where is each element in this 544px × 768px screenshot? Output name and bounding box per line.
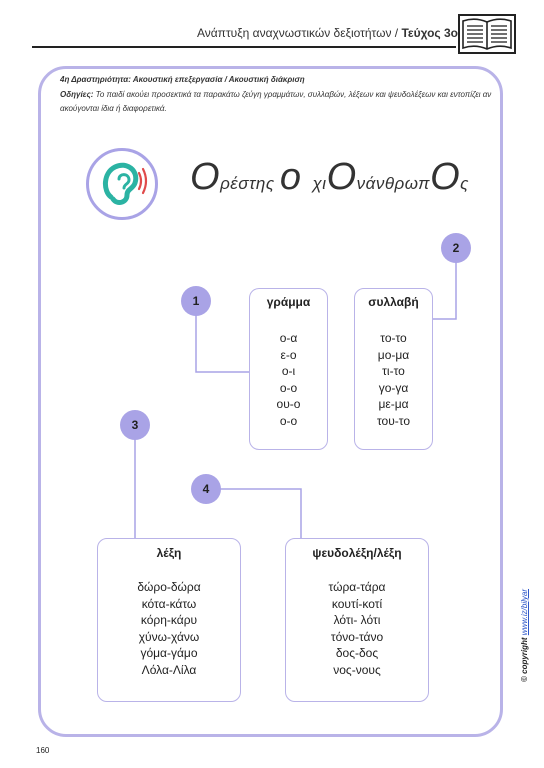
- number-badge-4: 4: [191, 474, 221, 504]
- box-heading: γράμμα: [266, 295, 311, 309]
- title-part: ρέστης: [220, 174, 280, 193]
- title-part: ς: [460, 174, 469, 193]
- box-letters: γράμμα ο-α ε-ο ο-ι ο-ο ου-ο ο-ο: [249, 288, 328, 450]
- activity-title: 4η Δραστηριότητα: Ακουστική επεξεργασία …: [60, 75, 305, 84]
- pair-list: δώρο-δώρα κότα-κάτω κόρη-κάρυ χύνω-χάνω …: [98, 579, 240, 678]
- series-name: Ανάπτυξη αναχνωστικών δεξιοτήτων /: [196, 26, 399, 40]
- title-part: νάνθρωπ: [356, 174, 431, 193]
- title-part: Ο: [430, 156, 461, 198]
- list-item: το-το: [380, 331, 407, 345]
- activity-frame: [38, 66, 503, 737]
- ear-icon-badge: [86, 148, 158, 220]
- list-item: δώρο-δώρα: [137, 580, 201, 594]
- title-part: Ο: [326, 156, 357, 198]
- copyright-label: © copyright: [520, 637, 529, 682]
- box-heading: ψευδολέξη/λέξη: [312, 546, 402, 560]
- issue-label: Τεύχος 3ο: [401, 26, 458, 40]
- title-part: ο: [279, 156, 302, 198]
- list-item: με-μα: [378, 397, 409, 411]
- list-item: ου-ο: [276, 397, 301, 411]
- list-item: λότι- λότι: [333, 613, 381, 627]
- title-part: χι: [312, 174, 327, 193]
- sentence-title: Ορέστης ο χιΟνάνθρωπΟς: [190, 156, 469, 199]
- box-pseudowords: ψευδολέξη/λέξη τώρα-τάρα κουτί-κοτί λότι…: [285, 538, 429, 702]
- list-item: γο-γα: [378, 380, 409, 395]
- box-words: λέξη δώρο-δώρα κότα-κάτω κόρη-κάρυ χύνω-…: [97, 538, 241, 702]
- header-rule: [32, 46, 456, 48]
- list-item: τι-το: [382, 364, 405, 378]
- header-title: Ανάπτυξη αναχνωστικών δεξιοτήτων / Τεύχο…: [197, 26, 458, 40]
- list-item: ο-ο: [279, 413, 298, 428]
- activity-instructions: Οδηγίες: Το παιδί ακούει προσεκτικά τα π…: [60, 88, 508, 116]
- list-item: μο-μα: [377, 347, 410, 362]
- box-syllables: συλλαβή το-το μο-μα τι-το γο-γα με-μα το…: [354, 288, 433, 450]
- list-item: κότα-κάτω: [141, 596, 197, 611]
- list-item: ο-ο: [279, 380, 298, 395]
- list-item: ο-ι: [281, 364, 296, 378]
- list-item: κουτί-κοτί: [331, 596, 383, 611]
- number-badge-3: 3: [120, 410, 150, 440]
- number-badge-2: 2: [441, 233, 471, 263]
- list-item: κόρη-κάρυ: [140, 613, 198, 627]
- number-badge-1: 1: [181, 286, 211, 316]
- ear-icon: [103, 162, 148, 205]
- list-item: νος-νους: [333, 662, 381, 677]
- pair-list: το-το μο-μα τι-το γο-γα με-μα του-το: [355, 330, 432, 429]
- pair-list: τώρα-τάρα κουτί-κοτί λότι- λότι τόνο-τάν…: [286, 579, 428, 678]
- list-item: ε-ο: [280, 347, 297, 362]
- copyright-link[interactable]: www.iz/bilyar: [520, 588, 529, 636]
- copyright-notice: © copyright www.iz/bilyar: [520, 589, 529, 682]
- list-item: του-το: [376, 413, 411, 428]
- page-number: 160: [36, 746, 50, 755]
- list-item: ο-α: [279, 331, 298, 345]
- list-item: γόμα-γάμο: [140, 646, 198, 660]
- list-item: χύνω-χάνω: [138, 629, 200, 644]
- list-item: τόνο-τάνο: [330, 629, 384, 644]
- list-item: Λόλα-Λίλα: [141, 662, 197, 677]
- pair-list: ο-α ε-ο ο-ι ο-ο ου-ο ο-ο: [250, 330, 327, 429]
- box-heading: συλλαβή: [368, 295, 419, 309]
- instructions-text: Το παιδί ακούει προσεκτικά τα παρακάτω ζ…: [60, 90, 492, 113]
- instructions-label: Οδηγίες:: [60, 90, 94, 99]
- box-heading: λέξη: [156, 546, 182, 560]
- book-icon: [458, 14, 516, 54]
- list-item: δος-δος: [335, 646, 379, 660]
- list-item: τώρα-τάρα: [328, 580, 386, 594]
- title-part: Ο: [190, 156, 221, 198]
